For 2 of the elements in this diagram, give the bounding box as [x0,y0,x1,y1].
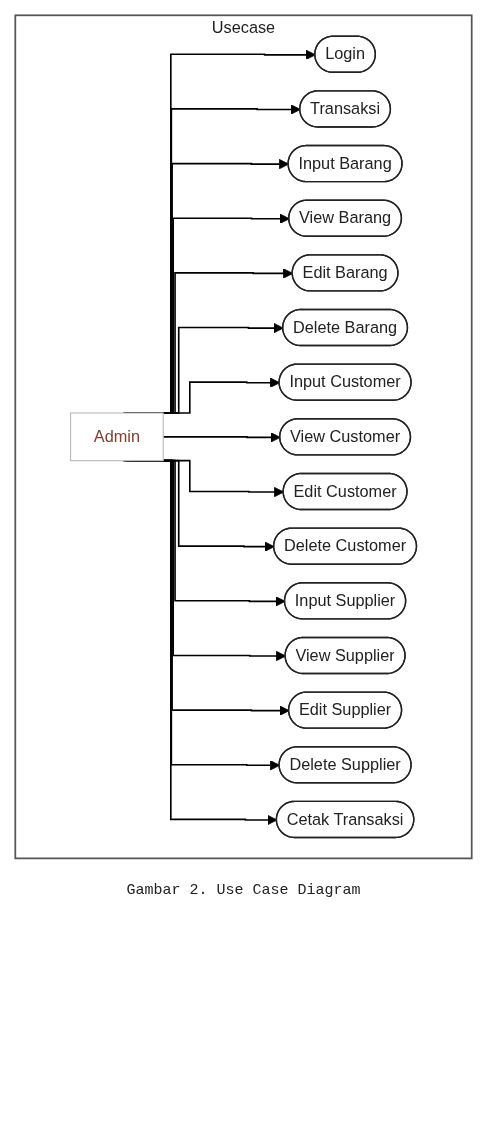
node-box: Admin [69,412,164,462]
caption: Gambar 2. Use Case Diagram [126,881,361,899]
